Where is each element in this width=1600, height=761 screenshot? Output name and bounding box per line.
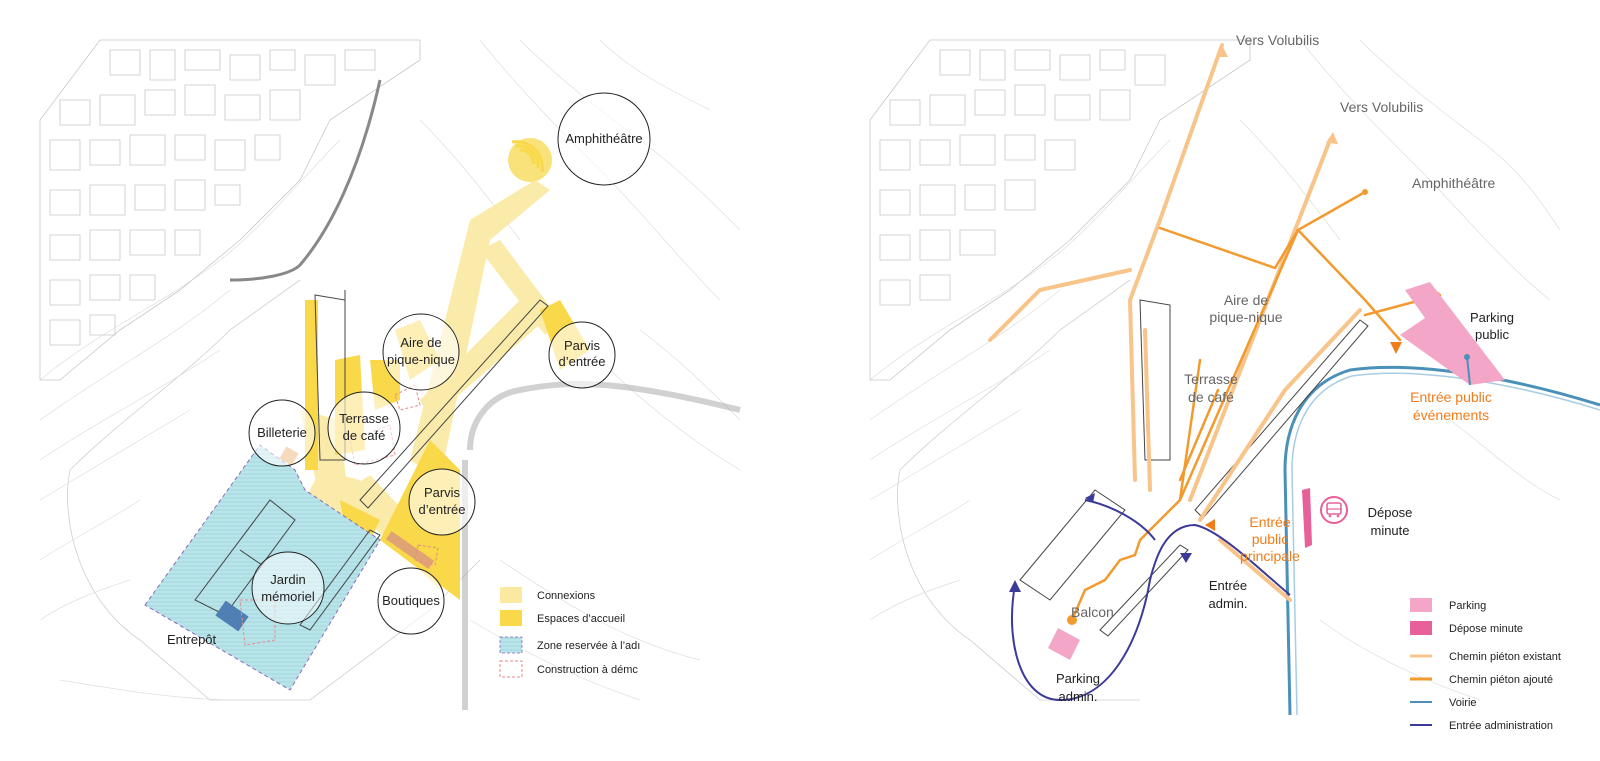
circle-parvis-1: Parvis d’entrée — [548, 321, 616, 389]
legend-swatch-demolition — [499, 660, 523, 678]
access-road — [229, 79, 382, 282]
legend-label: Construction à démc — [537, 664, 638, 676]
boutiques-block — [385, 530, 435, 570]
site-outline — [67, 279, 481, 701]
label-terrasse-2: de café — [1188, 389, 1234, 405]
label-aire-1: Aire de — [1224, 292, 1269, 308]
circle-billeterie: Billeterie — [248, 399, 316, 467]
circle-label: d’entrée — [559, 354, 606, 369]
entrepot-label: Entrepôt — [167, 632, 217, 647]
entree-principale-triangle — [1205, 519, 1215, 531]
circle-terrasse: Terrasse de café — [327, 391, 401, 465]
label-parking-public-2: public — [1475, 327, 1509, 342]
circle-label: d’entrée — [419, 502, 466, 517]
depose-minute-area — [1302, 488, 1312, 548]
label-depose-1: Dépose — [1368, 505, 1413, 520]
added-paths — [1070, 190, 1442, 622]
legend-swatch-depose — [1410, 621, 1432, 635]
balcon-node — [1067, 615, 1077, 625]
label-parking-public-1: Parking — [1470, 310, 1514, 325]
label-entree-public-1: Entrée public — [1410, 389, 1492, 405]
site-buildings — [1019, 299, 1369, 637]
legend-label: Dépose minute — [1449, 623, 1523, 635]
entree-admin-triangle — [1180, 553, 1192, 563]
legend-swatch-connexions — [500, 587, 522, 603]
label-parking-admin-2: admin. — [1058, 689, 1097, 704]
legend-label: Parking — [1449, 600, 1486, 612]
voirie-road-edge — [1291, 372, 1600, 716]
label-amphitheatre: Amphithéâtre — [1412, 175, 1495, 191]
legend-label: Connexions — [537, 590, 596, 602]
legend-label: Espaces d’accueil — [537, 613, 625, 625]
site-buildings — [194, 290, 549, 631]
label-entree-public-2: événements — [1413, 407, 1489, 423]
arrow-head — [1326, 132, 1338, 144]
admin-path — [1011, 523, 1291, 702]
urban-fabric — [869, 39, 1251, 381]
label-entree-principale-3: principale — [1240, 548, 1300, 564]
left-legend: Connexions Espaces d’accueil Zone reserv… — [499, 587, 640, 678]
parking-access-node — [1464, 354, 1470, 360]
label-vers-volubilis-2: Vers Volubilis — [1340, 99, 1423, 115]
legend-swatch-accueil — [500, 610, 522, 626]
label-terrasse-1: Terrasse — [1184, 371, 1238, 387]
urban-fabric — [39, 39, 421, 381]
parking-public-area — [1400, 282, 1505, 385]
label-depose-2: minute — [1370, 523, 1409, 538]
contour-lines — [39, 39, 741, 701]
circle-parvis-2: Parvis d’entrée — [408, 468, 476, 536]
bus-icon — [1320, 496, 1348, 524]
entrepot-block — [215, 600, 249, 632]
right-legend: Parking Dépose minute Chemin piéton exis… — [1410, 598, 1561, 732]
legend-label: Entrée administration — [1449, 720, 1553, 732]
legend-swatch-admin — [499, 636, 523, 654]
main-road — [467, 381, 741, 451]
circle-jardin: Jardin mémoriel — [251, 551, 325, 625]
path-node — [1362, 189, 1368, 195]
arrow-head — [1085, 493, 1095, 503]
circle-aire-pique-nique: Aire de pique-nique — [382, 313, 460, 391]
circle-amphitheatre: Amphithéâtre — [557, 92, 651, 186]
circle-label: pique-nique — [387, 352, 455, 367]
voirie-road — [1283, 365, 1600, 716]
circle-label: Jardin — [270, 572, 305, 587]
parking-admin-area — [1048, 628, 1080, 660]
site-outline — [897, 279, 1140, 701]
label-entree-admin-1: Entrée — [1209, 578, 1247, 593]
legend-swatch-parking — [1410, 598, 1432, 612]
circle-label: Parvis — [424, 485, 461, 500]
arrow-head — [1009, 580, 1021, 592]
circle-label: de café — [343, 428, 386, 443]
label-entree-principale-2: public — [1252, 531, 1289, 547]
label-balcon: Balcon — [1071, 604, 1114, 620]
label-entree-admin-2: admin. — [1208, 596, 1247, 611]
circle-label: Boutiques — [382, 593, 440, 608]
legend-label: Voirie — [1449, 697, 1477, 709]
legend-label: Chemin piéton existant — [1449, 651, 1561, 663]
legend-label: Zone reservée à l’adı — [537, 640, 640, 652]
label-parking-admin-1: Parking — [1056, 671, 1100, 686]
right-map: Vers Volubilis Vers Volubilis Amphithéât… — [869, 32, 1600, 732]
amphitheatre-icon — [511, 140, 544, 173]
label-aire-2: pique-nique — [1209, 309, 1282, 325]
circle-label: mémoriel — [261, 589, 315, 604]
entree-public-triangle — [1390, 342, 1402, 354]
circle-label: Parvis — [564, 338, 601, 353]
label-entree-principale-1: Entrée — [1249, 514, 1290, 530]
arrow-head — [1216, 45, 1228, 57]
circle-label: Aire de — [400, 335, 441, 350]
circle-label: Billeterie — [257, 425, 307, 440]
legend-label: Chemin piéton ajouté — [1449, 674, 1553, 686]
label-vers-volubilis-1: Vers Volubilis — [1236, 32, 1319, 48]
parking-access — [1466, 356, 1471, 386]
circle-label: Terrasse — [339, 411, 389, 426]
circle-label: Amphithéâtre — [565, 131, 642, 146]
circle-boutiques: Boutiques — [377, 567, 445, 635]
contour-lines — [869, 39, 1561, 701]
left-map: Amphithéâtre Aire de pique-nique Parvis … — [39, 39, 741, 710]
